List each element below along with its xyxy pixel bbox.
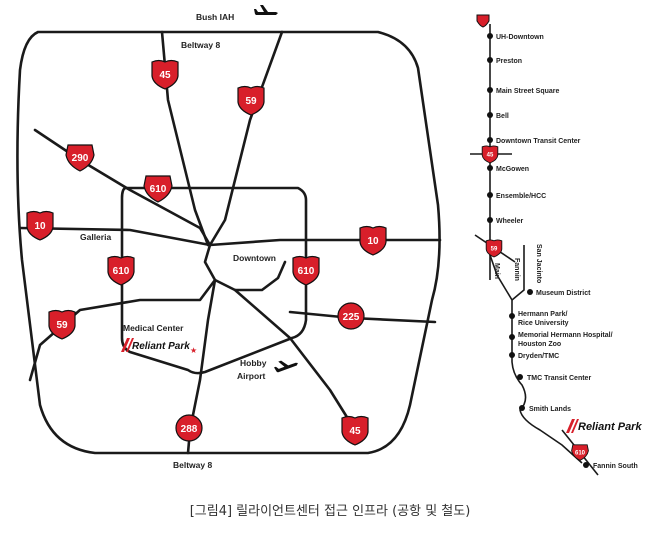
beltway-8-bottom-label: Beltway 8 <box>173 460 212 470</box>
station-label: Museum District <box>536 290 591 297</box>
station-label: UH-Downtown <box>496 34 544 41</box>
figure-caption: [그림4] 릴라이언트센터 접근 인프라 (공항 및 철도) <box>189 504 471 519</box>
svg-text:288: 288 <box>181 424 198 435</box>
svg-text:610: 610 <box>575 450 586 456</box>
rail-stations <box>487 33 589 468</box>
station-label: Preston <box>496 58 522 65</box>
svg-text:225: 225 <box>343 312 360 323</box>
i45-south-road <box>233 288 357 432</box>
shield-sh225: 225 <box>337 302 365 330</box>
shield-sh288: 288 <box>175 414 203 442</box>
station-label: Ensemble/HCC <box>496 193 546 200</box>
station-label: Hermann Park/ <box>518 311 567 318</box>
station-label: Rice University <box>518 320 569 327</box>
svg-text:290: 290 <box>72 153 89 164</box>
shield-i10-right: 10 <box>359 225 387 256</box>
bush-iah-label: Bush IAH <box>196 12 234 22</box>
rail-shield-45: 45 <box>481 145 499 164</box>
svg-text:59: 59 <box>56 320 68 331</box>
svg-text:59: 59 <box>491 246 498 252</box>
rail-shield-59: 59 <box>485 239 503 258</box>
svg-text:45: 45 <box>487 152 494 158</box>
beltway-8-top-label: Beltway 8 <box>181 40 220 50</box>
us59-north-road <box>208 30 284 247</box>
svg-text:610: 610 <box>113 266 130 277</box>
svg-text:45: 45 <box>349 426 361 437</box>
downtown-hub <box>203 243 287 292</box>
station-label: Dryden/TMC <box>518 353 559 360</box>
svg-text:10: 10 <box>34 221 46 232</box>
street-label-san-jacinto: San Jacinto <box>535 244 542 283</box>
airplane-icon <box>254 5 278 15</box>
downtown-label: Downtown <box>233 253 276 263</box>
station-label: Memorial Hermann Hospital/ <box>518 332 613 339</box>
medical-center-label: Medical Center <box>123 323 184 333</box>
rail-main-track <box>489 24 583 464</box>
rail-start-marker <box>476 14 490 28</box>
svg-text:610: 610 <box>150 184 167 195</box>
station-label: McGowen <box>496 166 529 173</box>
beltway-8-road <box>16 30 441 455</box>
reliant-park-logo: Reliant Park ★ <box>121 338 197 355</box>
station-label: Bell <box>496 113 509 120</box>
shield-i45-top: 45 <box>151 59 179 90</box>
loop-610-road <box>120 186 308 375</box>
station-label: Smith Lands <box>529 406 571 413</box>
station-label: Fannin South <box>593 463 638 470</box>
rail-street-sanjacinto <box>511 245 525 301</box>
galleria-label: Galleria <box>80 232 111 242</box>
shield-610-top: 610 <box>143 175 173 203</box>
us59-south-road <box>28 278 217 382</box>
svg-text:10: 10 <box>367 236 379 247</box>
shield-i45-bottom: 45 <box>341 415 369 446</box>
station-label: Wheeler <box>496 218 524 225</box>
shield-us59-left: 59 <box>48 309 76 340</box>
rail-shield-610: 610 <box>571 444 589 461</box>
svg-text:45: 45 <box>159 70 171 81</box>
svg-text:59: 59 <box>245 96 257 107</box>
us290-road <box>33 128 212 247</box>
shield-610-right: 610 <box>292 255 320 286</box>
station-label: Main Street Square <box>496 88 560 95</box>
street-label-fannin: Fannin <box>513 258 520 281</box>
street-label-main: Main <box>493 263 500 279</box>
shield-us59-top: 59 <box>237 85 265 116</box>
shield-610-left: 610 <box>107 255 135 286</box>
airplane-icon <box>274 360 298 373</box>
station-label: TMC Transit Center <box>527 375 591 382</box>
shield-us290: 290 <box>65 144 95 172</box>
station-label: Houston Zoo <box>518 341 561 348</box>
rail-reliant-park-logo: Reliant Park <box>566 419 642 433</box>
svg-text:610: 610 <box>298 266 315 277</box>
svg-text:Reliant Park: Reliant Park <box>578 421 642 433</box>
shield-i10-left: 10 <box>26 210 54 241</box>
svg-text:Reliant Park: Reliant Park <box>132 341 190 352</box>
hobby-label: Hobby <box>240 358 267 368</box>
airport-label: Airport <box>237 371 266 381</box>
svg-text:★: ★ <box>190 346 197 355</box>
station-label: Downtown Transit Center <box>496 138 581 145</box>
